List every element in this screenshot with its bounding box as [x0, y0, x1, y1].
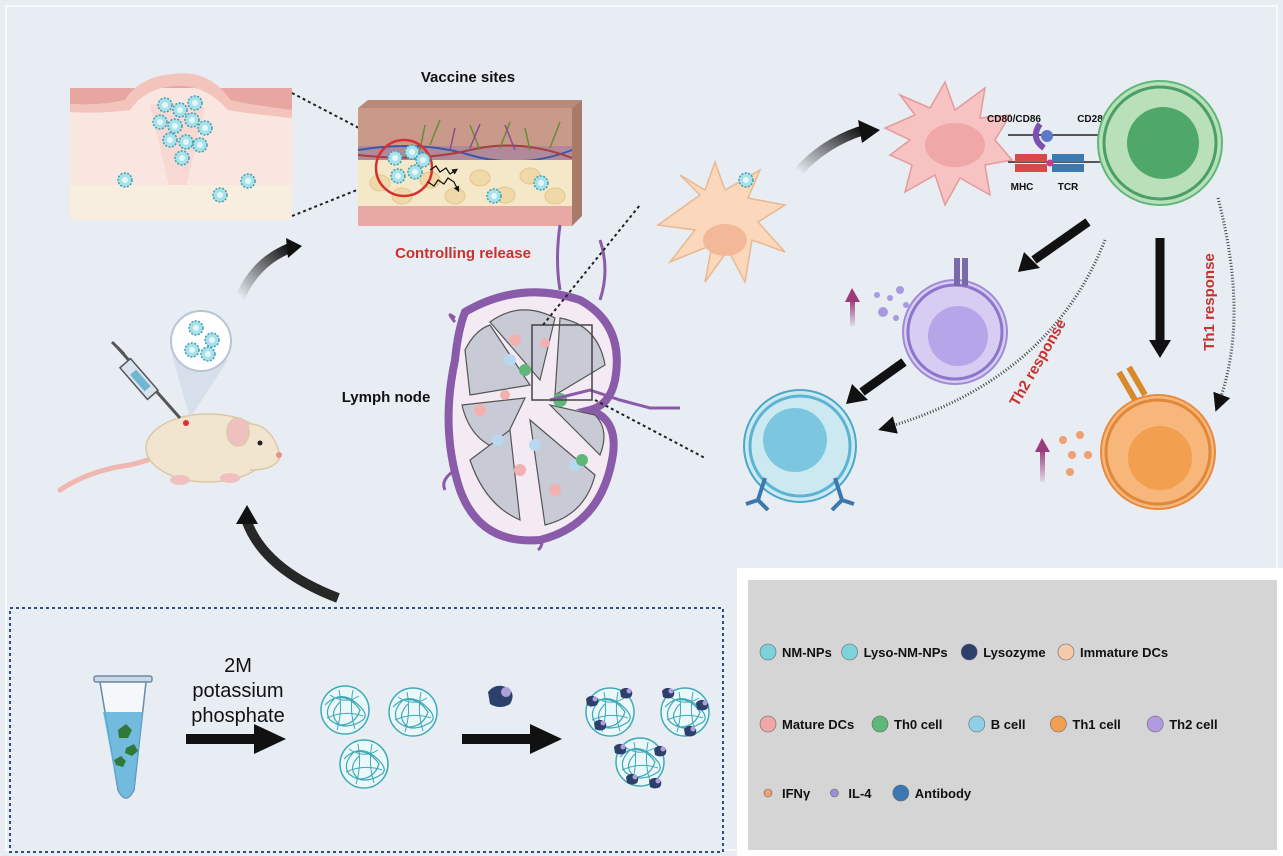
antibody-icon: [745, 477, 855, 512]
legend-item: IL-4: [830, 786, 872, 801]
legend-item: Th2 cell: [1146, 715, 1218, 733]
th1-cell: [1100, 365, 1216, 510]
skin-inset: [70, 73, 292, 220]
lymph-node-label: Lymph node: [342, 389, 431, 406]
ifn-gamma-icon: [763, 788, 773, 798]
vaccine-site-tissue: [357, 100, 582, 226]
legend-label: Lysozyme: [983, 645, 1045, 660]
legend-label: IL-4: [848, 786, 872, 801]
mouse-illustration: [57, 413, 282, 493]
lymph-node: [442, 224, 680, 552]
legend-label: B cell: [991, 717, 1026, 732]
controlling-release-label: Controlling release: [395, 245, 531, 262]
legend-item: B cell: [968, 715, 1026, 733]
arrow-mouse-to-site: [235, 243, 292, 301]
nm-np-icon: [759, 643, 777, 661]
th0-cell-icon: [871, 715, 889, 733]
th1-response-label: Th1 response: [1201, 253, 1218, 351]
cd80-cd86-label: CD80/CD86: [987, 114, 1041, 125]
reagent-line-1: 2M: [224, 655, 252, 677]
legend-label: NM-NPs: [782, 645, 832, 660]
th0-cell: [1097, 80, 1223, 206]
arrow-th0-to-bcell-dashed: [878, 239, 1107, 434]
b-cell-icon: [968, 715, 986, 733]
mature-dc-cell: [883, 80, 1014, 207]
legend-label: Mature DCs: [782, 717, 854, 732]
arrow-th0-to-th2: [1018, 218, 1091, 272]
legend-item: Immature DCs: [1057, 643, 1168, 661]
th1-cell-icon: [1050, 715, 1067, 733]
arrow-step-2: [462, 724, 562, 754]
il4-icon: [830, 788, 839, 798]
reagent-line-2: potassium: [192, 680, 283, 702]
mhc-label: MHC: [1011, 182, 1034, 193]
il4-secretion: [845, 286, 909, 326]
b-cell: [743, 389, 857, 512]
nanoparticle-callout: [170, 310, 232, 418]
arrow-th0-to-th1: [1149, 238, 1171, 358]
cd28-label: CD28: [1077, 114, 1103, 125]
lyso-nm-np-icon: [841, 643, 858, 661]
lysozyme-icon: [488, 685, 513, 707]
vaccine-sites-label: Vaccine sites: [421, 69, 515, 86]
legend-label: IFNγ: [782, 786, 811, 801]
th2-cell-icon: [1146, 715, 1164, 733]
legend-label: Th2 cell: [1169, 717, 1217, 732]
arrow-prep-to-mouse: [242, 520, 340, 603]
legend-item: Antibody: [892, 784, 972, 802]
tcr-label: TCR: [1058, 182, 1079, 193]
legend-label: Lyso-NM-NPs: [864, 645, 948, 660]
tube-icon: [93, 675, 153, 799]
legend-item: IFNγ: [763, 786, 811, 801]
arrow-th0-to-th1-dashed: [1213, 197, 1236, 412]
th2-cell: [902, 258, 1008, 385]
arrow-th2-to-bcell: [846, 358, 907, 404]
immune-synapse: [1008, 122, 1100, 172]
syringe-icon: [110, 340, 182, 419]
legend-item: Th1 cell: [1050, 715, 1121, 733]
immature-dc-cell: [656, 159, 788, 285]
reagent-line-3: phosphate: [191, 705, 284, 727]
ifn-gamma-secretion: [1035, 431, 1092, 482]
legend-item: Lyso-NM-NPs: [841, 643, 948, 661]
legend-item: NM-NPs: [759, 643, 832, 661]
legend-item: Mature DCs: [759, 715, 854, 733]
legend-item: Lysozyme: [960, 643, 1046, 661]
arrow-dc-maturation: [794, 125, 866, 176]
legend-label: Antibody: [915, 786, 972, 801]
immature-dc-icon: [1057, 643, 1075, 661]
legend-item: Th0 cell: [871, 715, 942, 733]
legend: NM-NPs Lyso-NM-NPs Lysozyme Immature DCsMat…: [759, 643, 1218, 802]
legend-label: Th0 cell: [894, 717, 942, 732]
antibody-icon: [892, 784, 910, 802]
arrow-step-1: [186, 724, 286, 754]
lysozyme-icon: [960, 643, 978, 661]
legend-label: Th1 cell: [1072, 717, 1120, 732]
legend-label: Immature DCs: [1080, 645, 1168, 660]
mature-dc-icon: [759, 715, 777, 733]
